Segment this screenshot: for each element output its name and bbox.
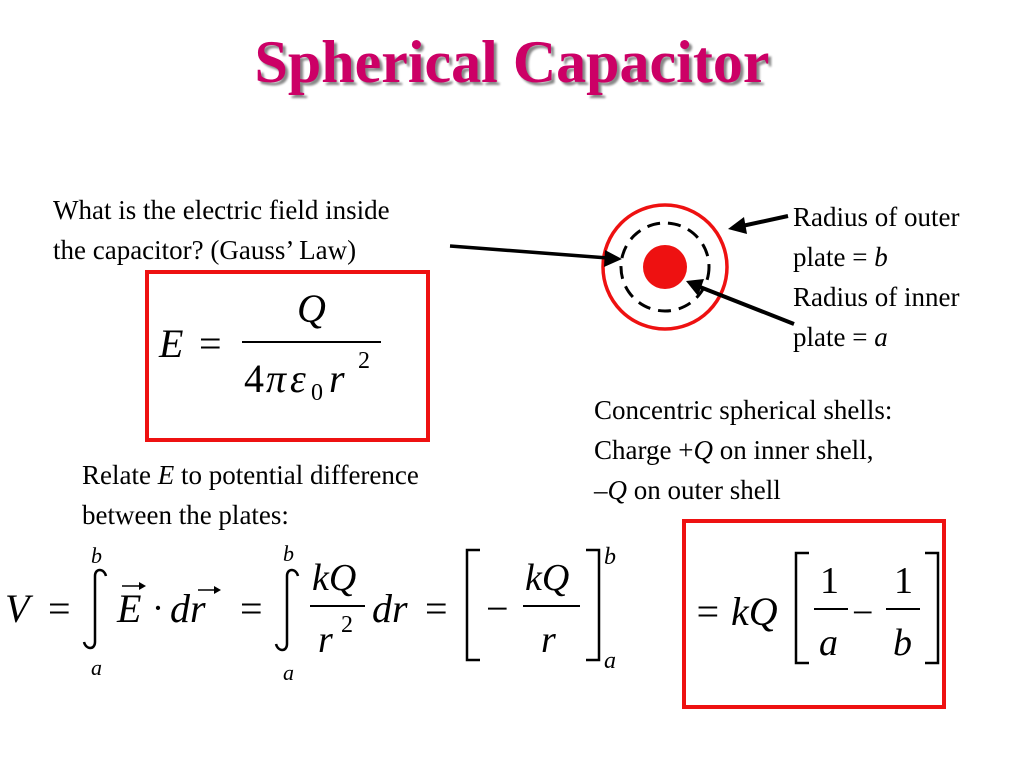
charge-minus-var: Q — [607, 475, 628, 505]
result-one-a: 1 — [820, 560, 839, 602]
bracket-numerator: kQ — [525, 557, 569, 599]
field-equation-box: E = Q 4 π ε 0 r 2 — [145, 270, 430, 442]
inner-arrow-line — [699, 285, 795, 326]
integral-1-sign — [82, 568, 108, 650]
bracket-lower: a — [604, 648, 616, 674]
vector-arrowhead-E — [139, 582, 146, 590]
result-kQ: = kQ — [694, 589, 778, 634]
potential-equals-3: = — [425, 586, 448, 631]
question-text: What is the electric field inside the ca… — [53, 190, 390, 270]
field-denom-eps: ε — [290, 356, 306, 401]
outer-radius-var: b — [874, 242, 888, 272]
inner-radius-line-1: Radius of inner — [793, 282, 960, 312]
radius-labels: Radius of outer plate = b Radius of inne… — [793, 197, 959, 357]
relate-text: Relate E to potential difference between… — [82, 455, 419, 535]
concentric-line-2: Charge +Q on inner shell, — [594, 430, 892, 470]
question-arrow-head — [604, 250, 622, 267]
bracket-r: r — [541, 619, 556, 661]
concentric-line-1: Concentric spherical shells: — [594, 395, 893, 425]
result-box: = kQ 1 a − 1 b — [682, 519, 946, 709]
integrand-exp: 2 — [341, 612, 353, 638]
outer-radius-line-2: plate = b — [793, 237, 959, 277]
outer-shell-text: on outer shell — [627, 475, 781, 505]
capacitor-diagram — [449, 203, 795, 331]
result-b: b — [893, 622, 912, 664]
inner-radius-line-2: plate = a — [793, 317, 959, 357]
outer-arrow-head — [728, 217, 747, 234]
field-lhs: E — [158, 321, 183, 366]
inner-arrow-head — [686, 279, 704, 296]
outer-arrow-line — [741, 214, 789, 228]
field-denom-4: 4 — [244, 356, 264, 401]
question-line-2: the capacitor? (Gauss’ Law) — [53, 235, 357, 265]
inner-shell-text: on inner shell, — [712, 435, 874, 465]
vector-arrowhead-r — [214, 586, 221, 594]
question-arrow-line — [449, 244, 609, 260]
relate-var: E — [157, 460, 175, 490]
charge-plus-text: Charge + — [594, 435, 694, 465]
result-equation: = kQ 1 a − 1 b — [694, 551, 940, 665]
field-denom-pi: π — [266, 356, 287, 401]
field-numerator: Q — [297, 286, 326, 331]
integral-1-lower: a — [91, 655, 102, 680]
charge-plus-var: Q — [693, 435, 713, 465]
charge-minus-text: – — [594, 475, 608, 505]
slide-title: Spherical Capacitor — [254, 29, 770, 95]
potential-equals-1: = — [48, 586, 71, 631]
field-denom-sub: 0 — [311, 380, 323, 406]
field-denom-r: r — [329, 356, 345, 401]
result-minus: − — [852, 592, 873, 634]
bracket-minus: − — [486, 586, 509, 631]
relate-pre: Relate — [82, 460, 158, 490]
bracket-upper: b — [604, 544, 616, 570]
potential-dr-2: dr — [372, 586, 408, 631]
field-equation: E = Q 4 π ε 0 r 2 — [158, 286, 381, 406]
left-bracket — [465, 548, 480, 662]
integral-1-upper: b — [91, 543, 102, 568]
concentric-text: Concentric spherical shells: Charge +Q o… — [594, 390, 892, 510]
inner-radius-var: a — [874, 322, 888, 352]
gaussian-surface — [619, 221, 711, 313]
integral-2-lower: a — [283, 660, 294, 685]
field-denom-exp: 2 — [358, 348, 370, 374]
relate-line-2: between the plates: — [82, 500, 289, 530]
potential-equals-2: = — [240, 586, 263, 631]
integrand-numerator: kQ — [312, 557, 356, 599]
relate-post: to potential difference — [174, 460, 419, 490]
question-line-1: What is the electric field inside — [53, 195, 390, 225]
integral-2-upper: b — [283, 541, 294, 566]
concentric-line-3: –Q on outer shell — [594, 470, 892, 510]
potential-E-vec: E — [116, 586, 141, 631]
outer-radius-label: plate = — [793, 242, 875, 272]
outer-circle — [601, 203, 729, 331]
potential-equation: V = b a E · dr = b a kQ r 2 dr = − kQ r … — [5, 541, 616, 685]
inner-sphere — [643, 245, 687, 289]
inner-radius-label: plate = — [793, 322, 875, 352]
result-right-bracket — [925, 551, 940, 665]
result-one-b: 1 — [894, 560, 913, 602]
potential-V: V — [5, 586, 34, 631]
potential-dr-1: dr — [170, 586, 206, 631]
integral-2-sign — [274, 568, 300, 652]
integrand-r: r — [318, 619, 333, 661]
potential-dot: · — [152, 588, 164, 628]
relate-line-1: Relate E to potential difference — [82, 455, 419, 495]
result-a: a — [819, 622, 838, 664]
field-equals: = — [199, 321, 222, 366]
outer-radius-line-1: Radius of outer — [793, 202, 960, 232]
right-bracket — [586, 548, 601, 662]
result-left-bracket — [794, 551, 809, 665]
